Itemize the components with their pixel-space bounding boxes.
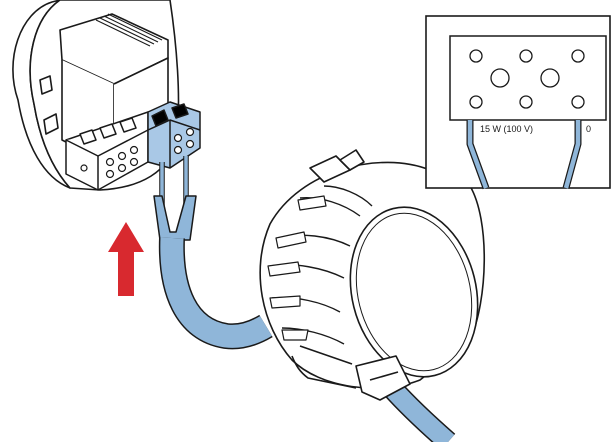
- terminal-block-blue: [147, 101, 201, 169]
- terminal-block-white: [65, 111, 149, 191]
- up-arrow-icon: [108, 222, 144, 296]
- wiring-inset: 15 W (100 V) 0: [425, 15, 611, 190]
- cable: [153, 156, 456, 442]
- inset-label-zero: 0: [586, 124, 591, 134]
- inset-label-15w: 15 W (100 V): [480, 124, 533, 134]
- inset-terminal-holes: [469, 49, 585, 109]
- speaker-can: [259, 149, 486, 401]
